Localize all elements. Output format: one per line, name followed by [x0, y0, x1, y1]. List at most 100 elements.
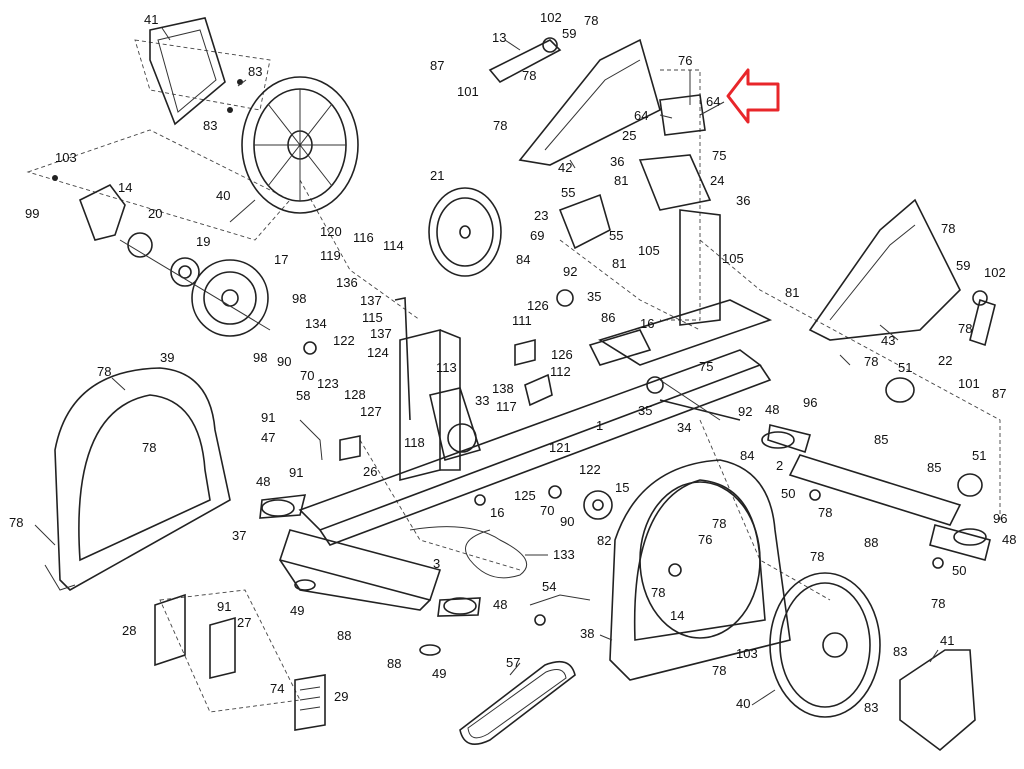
callout-120: 120	[320, 224, 342, 239]
seat-post-upright	[394, 297, 482, 482]
callout-78: 78	[864, 354, 878, 369]
callout-59: 59	[562, 26, 576, 41]
callout-78: 78	[941, 221, 955, 236]
callout-22: 22	[938, 353, 952, 368]
callout-86: 86	[601, 310, 615, 325]
callout-70: 70	[300, 368, 314, 383]
callout-81: 81	[785, 285, 799, 300]
callout-76: 76	[698, 532, 712, 547]
console-box-assembly	[154, 593, 326, 731]
callout-102: 102	[540, 10, 562, 25]
small-parts	[261, 338, 987, 615]
callout-137: 137	[370, 326, 392, 341]
callout-58: 58	[296, 388, 310, 403]
callout-41: 41	[144, 12, 158, 27]
callout-3: 3	[433, 556, 440, 571]
callout-24: 24	[710, 173, 724, 188]
callout-39: 39	[160, 350, 174, 365]
callout-27: 27	[237, 615, 251, 630]
callout-91: 91	[217, 599, 231, 614]
callout-83: 83	[248, 64, 262, 79]
callout-41: 41	[940, 633, 954, 648]
callout-47: 47	[261, 430, 275, 445]
callout-14: 14	[670, 608, 684, 623]
right-shroud-38	[609, 459, 791, 681]
callout-75: 75	[712, 148, 726, 163]
callout-101: 101	[457, 84, 479, 99]
right-upper-frame-43	[808, 198, 996, 347]
callout-134: 134	[305, 316, 327, 331]
callout-20: 20	[148, 206, 162, 221]
callout-124: 124	[367, 345, 389, 360]
callout-78: 78	[958, 321, 972, 336]
callout-128: 128	[344, 387, 366, 402]
callout-64-highlighted: 64	[706, 94, 720, 109]
callout-33: 33	[475, 393, 489, 408]
callout-122: 122	[333, 333, 355, 348]
main-frame-1	[298, 329, 772, 546]
callout-85: 85	[927, 460, 941, 475]
callout-78: 78	[142, 440, 156, 455]
dashed-assembly-guides	[26, 39, 1001, 713]
callout-43: 43	[881, 333, 895, 348]
callout-105: 105	[722, 251, 744, 266]
callout-78: 78	[712, 516, 726, 531]
callout-126: 126	[551, 347, 573, 362]
callout-81: 81	[612, 256, 626, 271]
callout-14: 14	[118, 180, 132, 195]
callout-49: 49	[290, 603, 304, 618]
callout-55: 55	[561, 185, 575, 200]
callout-48: 48	[1002, 532, 1016, 547]
callout-91: 91	[289, 465, 303, 480]
callout-37: 37	[232, 528, 246, 543]
callout-83: 83	[203, 118, 217, 133]
callout-78: 78	[712, 663, 726, 678]
callout-16: 16	[640, 316, 654, 331]
callout-21: 21	[430, 168, 444, 183]
callout-92: 92	[563, 264, 577, 279]
callout-29: 29	[334, 689, 348, 704]
callout-103: 103	[736, 646, 758, 661]
callout-127: 127	[360, 404, 382, 419]
callout-42: 42	[558, 160, 572, 175]
callout-74: 74	[270, 681, 284, 696]
callout-117: 117	[496, 399, 517, 414]
callout-98: 98	[292, 291, 306, 306]
callout-48: 48	[493, 597, 507, 612]
callout-113: 113	[436, 360, 457, 375]
callout-69: 69	[530, 228, 544, 243]
callout-138: 138	[492, 381, 514, 396]
callout-35: 35	[638, 403, 652, 418]
rear-stabilizer-2	[767, 377, 991, 569]
upper-frame-assembly	[488, 37, 706, 166]
callout-15: 15	[615, 480, 629, 495]
callout-labels: 41 83 83 40 103 14 99 20 19 17 98 98 134…	[9, 10, 1016, 715]
callout-112: 112	[550, 364, 571, 379]
callout-116: 116	[353, 230, 374, 245]
callout-76: 76	[678, 53, 692, 68]
callout-88: 88	[337, 628, 351, 643]
callout-23: 23	[534, 208, 548, 223]
front-stabilizer-3	[259, 494, 481, 656]
callout-87: 87	[430, 58, 444, 73]
callout-136: 136	[336, 275, 358, 290]
callout-51: 51	[898, 360, 912, 375]
callout-103: 103	[55, 150, 77, 165]
callout-78: 78	[493, 118, 507, 133]
callout-70: 70	[540, 503, 554, 518]
callout-34: 34	[677, 420, 691, 435]
callout-75: 75	[699, 359, 713, 374]
callout-84: 84	[516, 252, 530, 267]
callout-78: 78	[818, 505, 832, 520]
left-disc-cover-assembly	[149, 17, 359, 214]
callout-78: 78	[931, 596, 945, 611]
callout-87: 87	[992, 386, 1006, 401]
callout-83: 83	[893, 644, 907, 659]
callout-59: 59	[956, 258, 970, 273]
callout-92: 92	[738, 404, 752, 419]
callout-99: 99	[25, 206, 39, 221]
callout-82: 82	[597, 533, 611, 548]
callout-85: 85	[874, 432, 888, 447]
callout-133: 133	[553, 547, 575, 562]
